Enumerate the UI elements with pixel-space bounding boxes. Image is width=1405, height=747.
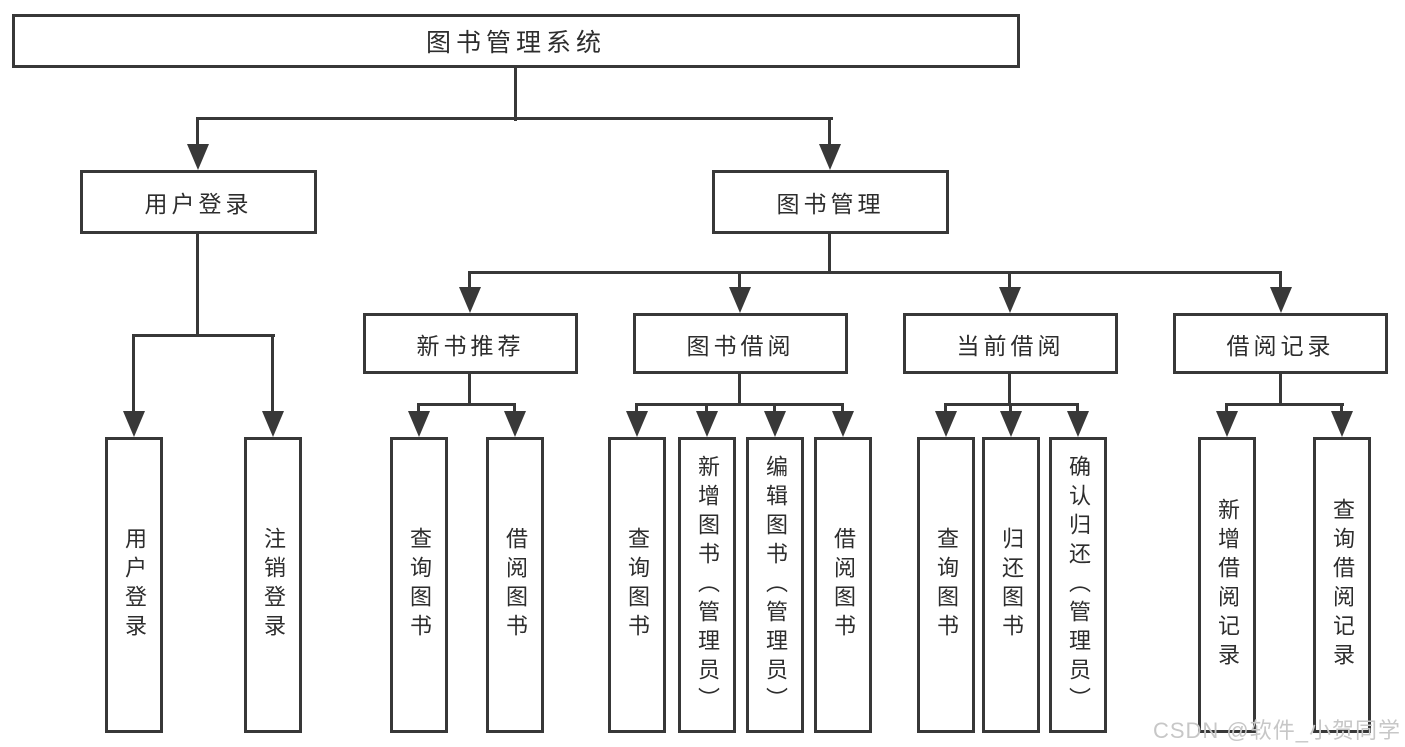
arrowhead-down-icon bbox=[187, 144, 209, 170]
connector-line bbox=[705, 403, 708, 413]
arrowhead-down-icon bbox=[1000, 411, 1022, 437]
arrowhead-down-icon bbox=[832, 411, 854, 437]
connector-line bbox=[196, 118, 199, 146]
connector-line bbox=[1279, 272, 1282, 289]
connector-line bbox=[841, 403, 844, 413]
connector-line bbox=[1076, 403, 1079, 413]
leaf-logout: 注销登录 bbox=[244, 437, 302, 733]
arrowhead-down-icon bbox=[764, 411, 786, 437]
connector-line bbox=[635, 403, 638, 413]
csdn-watermark: CSDN @软件_小贺同学 bbox=[1152, 718, 1401, 743]
connector-line bbox=[738, 272, 741, 289]
connector-line bbox=[828, 232, 831, 273]
leaf-borrow-query-books: 查询图书 bbox=[608, 437, 666, 733]
connector-line bbox=[1009, 403, 1012, 413]
arrowhead-down-icon bbox=[1331, 411, 1353, 437]
node-book-borrow: 图书借阅 bbox=[633, 313, 848, 374]
connector-line bbox=[1340, 403, 1343, 413]
connector-line bbox=[132, 334, 135, 413]
arrowhead-down-icon bbox=[262, 411, 284, 437]
connector-line bbox=[828, 118, 831, 146]
arrowhead-down-icon bbox=[999, 287, 1021, 313]
connector-line bbox=[196, 117, 833, 120]
leaf-records-query-record: 查询借阅记录 bbox=[1313, 437, 1371, 733]
connector-line bbox=[132, 334, 275, 337]
connector-line bbox=[1008, 372, 1011, 405]
arrowhead-down-icon bbox=[1216, 411, 1238, 437]
leaf-user-login: 用户登录 bbox=[105, 437, 163, 733]
node-library-system: 图书管理系统 bbox=[12, 14, 1020, 68]
leaf-current-query-books: 查询图书 bbox=[917, 437, 975, 733]
leaf-newrec-borrow-books: 借阅图书 bbox=[486, 437, 544, 733]
arrowhead-down-icon bbox=[626, 411, 648, 437]
connector-line bbox=[944, 403, 947, 413]
connector-line bbox=[417, 403, 420, 413]
connector-line bbox=[1279, 372, 1282, 405]
arrowhead-down-icon bbox=[935, 411, 957, 437]
node-current-borrow: 当前借阅 bbox=[903, 313, 1118, 374]
arrowhead-down-icon bbox=[1067, 411, 1089, 437]
node-user-login: 用户登录 bbox=[80, 170, 317, 234]
arrowhead-down-icon bbox=[819, 144, 841, 170]
connector-line bbox=[196, 232, 199, 336]
connector-line bbox=[514, 66, 517, 121]
node-borrow-records: 借阅记录 bbox=[1173, 313, 1388, 374]
leaf-borrow-add-books-admin: 新增图书（管理员） bbox=[678, 437, 736, 733]
connector-line bbox=[773, 403, 776, 413]
connector-line bbox=[738, 372, 741, 405]
arrowhead-down-icon bbox=[408, 411, 430, 437]
node-new-book-recommend: 新书推荐 bbox=[363, 313, 578, 374]
connector-line bbox=[417, 403, 516, 406]
arrowhead-down-icon bbox=[123, 411, 145, 437]
leaf-current-return-books: 归还图书 bbox=[982, 437, 1040, 733]
leaf-borrow-edit-books-admin: 编辑图书（管理员） bbox=[746, 437, 804, 733]
arrowhead-down-icon bbox=[1270, 287, 1292, 313]
connector-line bbox=[271, 334, 274, 413]
leaf-borrow-borrow-books: 借阅图书 bbox=[814, 437, 872, 733]
arrowhead-down-icon bbox=[459, 287, 481, 313]
connector-line bbox=[513, 403, 516, 413]
connector-line bbox=[468, 372, 471, 405]
connector-line bbox=[1008, 272, 1011, 289]
connector-line bbox=[1225, 403, 1228, 413]
leaf-newrec-query-books: 查询图书 bbox=[390, 437, 448, 733]
node-book-management: 图书管理 bbox=[712, 170, 949, 234]
leaf-current-confirm-return-admin: 确认归还（管理员） bbox=[1049, 437, 1107, 733]
leaf-records-add-record: 新增借阅记录 bbox=[1198, 437, 1256, 733]
connector-line bbox=[1225, 403, 1344, 406]
connector-line bbox=[635, 403, 844, 406]
arrowhead-down-icon bbox=[504, 411, 526, 437]
connector-line bbox=[468, 271, 1282, 274]
arrowhead-down-icon bbox=[729, 287, 751, 313]
connector-line bbox=[468, 272, 471, 289]
arrowhead-down-icon bbox=[696, 411, 718, 437]
